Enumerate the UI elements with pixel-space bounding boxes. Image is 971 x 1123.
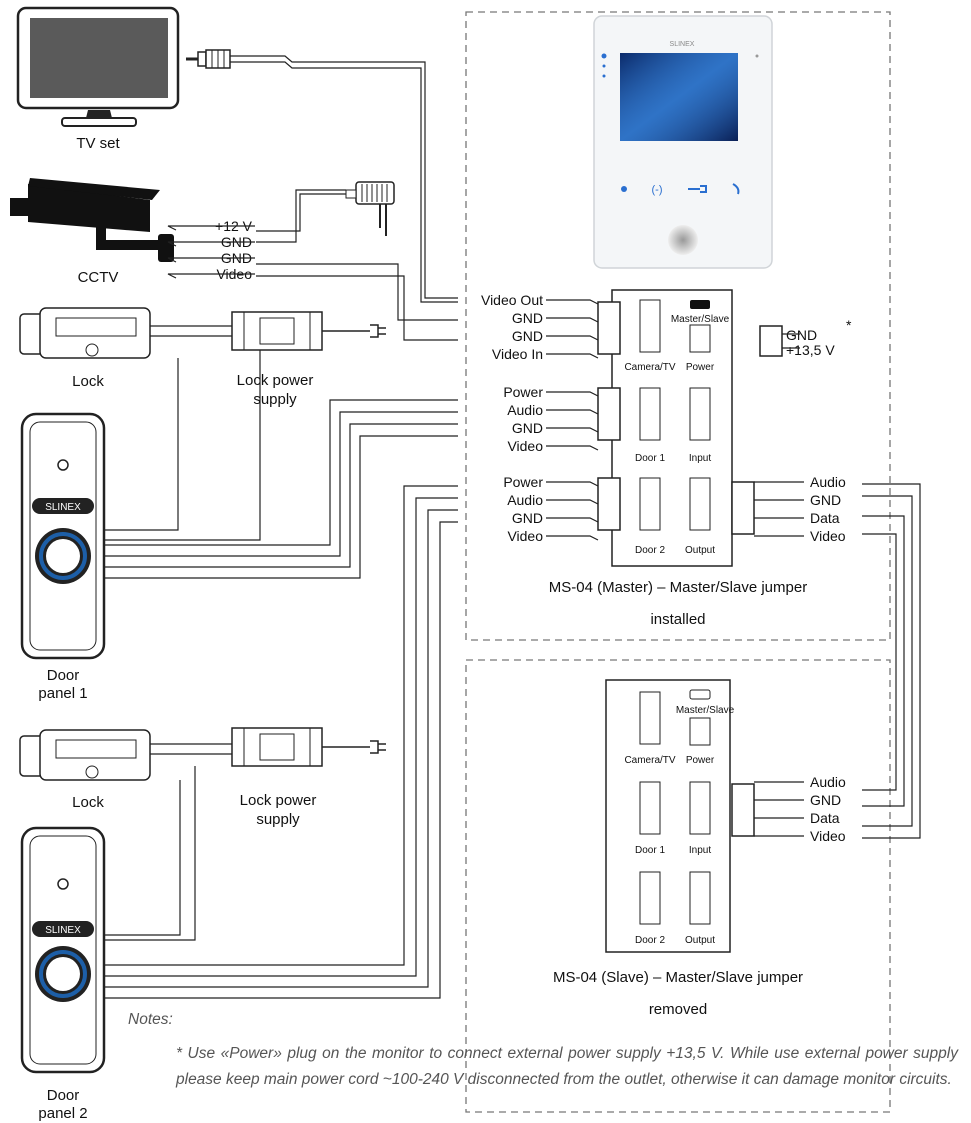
slave-caption-2: removed	[649, 1001, 707, 1018]
master-input-wire-label-3: Video In	[492, 346, 543, 362]
master-door1-wire-label-2: GND	[512, 420, 543, 436]
master-input-wire-label-0: Video Out	[481, 292, 543, 308]
panel1-brand: SLINEX	[45, 502, 81, 513]
slave-frame	[465, 659, 891, 1113]
master-door1-label: Door 1	[635, 453, 665, 464]
slave-door2-label: Door 2	[635, 935, 665, 946]
lock-psu-label-1b: supply	[253, 391, 297, 408]
master-power-label: Power	[686, 362, 715, 373]
slave-caption-1: MS-04 (Slave) – Master/Slave jumper	[553, 969, 803, 986]
slave-jumper-label: Master/Slave	[676, 705, 735, 716]
master-unit	[597, 289, 783, 567]
master-bus-wire-label-3: Video	[810, 528, 846, 544]
master-door1-wire-label-1: Audio	[507, 402, 543, 418]
tv-icon	[16, 6, 180, 127]
notes-body: * Use «Power» plug on the monitor to con…	[176, 1045, 958, 1088]
lock-psu-label-2b: supply	[256, 811, 300, 828]
master-input-wire-label-2: GND	[512, 328, 543, 344]
master-power-wire-v: +13,5 V	[786, 342, 835, 358]
master-door2-wire-label-3: Video	[507, 528, 543, 544]
door-panel-2-icon	[20, 826, 106, 1074]
master-door1-wire-label-0: Power	[503, 384, 543, 400]
master-door2-wire-label-0: Power	[503, 474, 543, 490]
lock-label-1: Lock	[72, 373, 104, 390]
master-output-label: Output	[685, 545, 715, 556]
lock-psu-icon	[231, 311, 386, 351]
master-input-label: Input	[689, 453, 711, 464]
door1-label-b: panel 1	[38, 685, 87, 702]
master-power-wire-gnd: GND	[786, 327, 817, 343]
slave-door1-label: Door 1	[635, 845, 665, 856]
door1-label-a: Door	[47, 667, 80, 684]
slave-bus-wire-label-0: Audio	[810, 774, 846, 790]
slave-power-label: Power	[686, 755, 715, 766]
master-bus-wire-label-1: GND	[810, 492, 841, 508]
door2-label-a: Door	[47, 1087, 80, 1104]
master-caption-1: MS-04 (Master) – Master/Slave jumper	[549, 579, 807, 596]
slave-input-label: Input	[689, 845, 711, 856]
cctv-camera-icon	[10, 178, 174, 262]
master-caption-2: installed	[650, 611, 705, 628]
cctv-label: CCTV	[78, 269, 119, 286]
tv-label: TV set	[76, 135, 120, 152]
slave-unit	[605, 679, 755, 953]
door2-label-b: panel 2	[38, 1105, 87, 1122]
svg-text:(-): (-)	[652, 184, 663, 196]
power-adapter-icon	[345, 181, 395, 236]
lock-label-2: Lock	[72, 794, 104, 811]
monitor-icon: (-)	[593, 15, 773, 269]
door-panel-1-icon	[20, 412, 106, 660]
master-door2-label: Door 2	[635, 545, 665, 556]
power-asterisk: *	[846, 317, 852, 333]
master-door2-wire-label-1: Audio	[507, 492, 543, 508]
master-door1-wire-label-3: Video	[507, 438, 543, 454]
monitor-brand: SLINEX	[670, 41, 695, 48]
notes-title: Notes:	[128, 1011, 173, 1028]
lock-psu-label-1a: Lock power	[237, 372, 314, 389]
master-input-wire-label-1: GND	[512, 310, 543, 326]
lock-psu-label-2a: Lock power	[240, 792, 317, 809]
slave-camera-tv-label: Camera/TV	[624, 755, 675, 766]
slave-bus-wire-label-2: Data	[810, 810, 840, 826]
slave-bus-wire-label-1: GND	[810, 792, 841, 808]
master-jumper-label: Master/Slave	[671, 314, 730, 325]
master-frame	[465, 11, 891, 641]
lock-icon-2	[19, 729, 151, 781]
panel2-brand: SLINEX	[45, 925, 81, 936]
rca-plug-icon	[186, 49, 231, 69]
slave-bus-wire-label-3: Video	[810, 828, 846, 844]
slave-output-label: Output	[685, 935, 715, 946]
master-bus-wire-label-2: Data	[810, 510, 840, 526]
master-bus-wire-label-0: Audio	[810, 474, 846, 490]
lock-icon	[19, 307, 151, 359]
master-door2-wire-label-2: GND	[512, 510, 543, 526]
master-camera-tv-label: Camera/TV	[624, 362, 675, 373]
lock-psu-icon-2	[231, 727, 386, 767]
